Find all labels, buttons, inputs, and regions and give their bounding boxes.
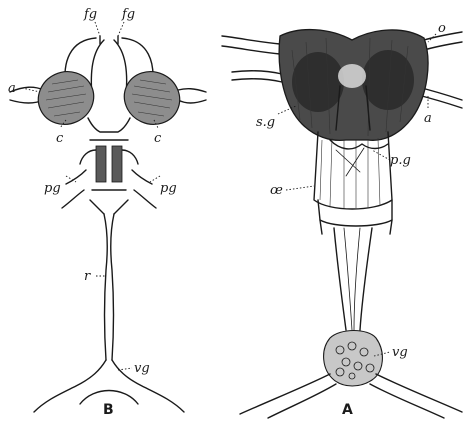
panel-b-drawing — [10, 36, 206, 412]
label-b-c-left: c — [56, 131, 64, 146]
label-a-vg: vg — [392, 345, 408, 360]
panel-b-caption: B — [103, 402, 114, 418]
panel-a-drawing — [222, 30, 462, 418]
label-b-r: r — [84, 269, 91, 284]
panel-a-caption: A — [342, 402, 353, 418]
visceral-ganglion-a — [324, 331, 383, 387]
label-b-fg-left: fg — [83, 7, 97, 22]
label-a-sg: s.g — [256, 115, 275, 130]
label-a-pg: p.g — [390, 153, 411, 168]
right-brain-lobe — [112, 146, 122, 182]
label-a-a: a — [424, 111, 432, 126]
label-a-oe: œ — [270, 183, 283, 198]
label-b-vg: vg — [134, 361, 150, 376]
label-a-o: o — [438, 21, 446, 36]
label-b-a: a — [8, 81, 16, 96]
label-b-c-right: c — [154, 131, 162, 146]
label-b-pg-left: pg — [44, 181, 61, 196]
label-b-fg-right: fg — [121, 7, 135, 22]
left-brain-lobe — [96, 146, 106, 182]
label-b-pg-right: pg — [160, 181, 177, 196]
